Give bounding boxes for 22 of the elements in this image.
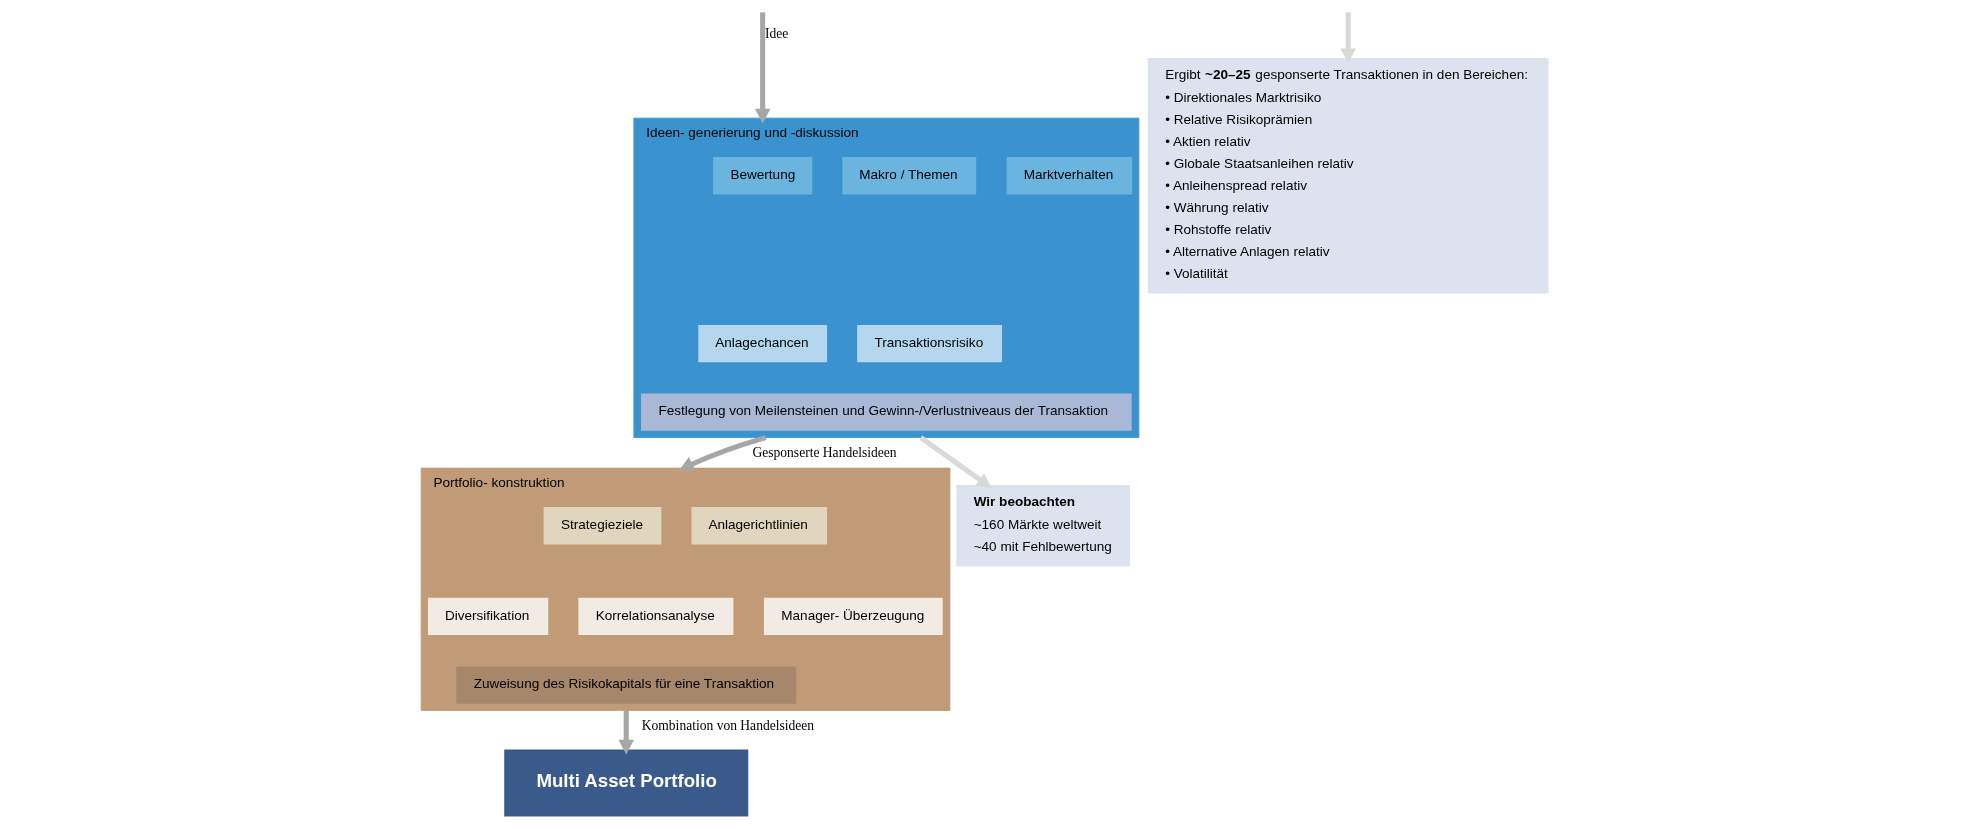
node-box: Bewertung bbox=[712, 157, 812, 195]
node-box: Strategieziele bbox=[543, 507, 661, 545]
edge-label: Idee bbox=[764, 26, 788, 42]
node-box: Marktverhalten bbox=[1006, 157, 1132, 195]
arrow bbox=[754, 12, 770, 124]
node-box: Ergibt ~20–25 gesponserte Transaktionen in den Bereichen: • Direktionales Marktrisiko • Relative Risikoprämien • Aktien relativ • Globale Staatsanleihen relativ • Anleihenspread relativ • Währung relativ • Rohstoffe relativ • Alternative Anlagen relativ • Volatilität bbox=[1147, 58, 1549, 294]
arrow bbox=[1339, 12, 1356, 64]
node-box: Manager- Überzeugung bbox=[763, 597, 943, 636]
node-box: Zuweisung des Risikokapitals für eine Transaktion bbox=[455, 666, 796, 704]
node-box: Multi Asset Portfolio bbox=[503, 749, 748, 817]
edge-label: Kombination von Handelsideen bbox=[641, 717, 814, 733]
node-box: Anlagerichtlinien bbox=[691, 507, 827, 545]
arrow bbox=[918, 435, 992, 489]
node-box: Diversifikation bbox=[427, 597, 548, 636]
node-box: Transaktionsrisiko bbox=[856, 324, 1002, 363]
node-box: Makro / Themen bbox=[841, 157, 976, 195]
node-box: Korrelationsanalyse bbox=[577, 597, 733, 636]
node-box: Festlegung von Meilensteinen und Gewinn-/Verlustniveaus der Transaktion bbox=[640, 393, 1132, 431]
arrow bbox=[617, 710, 634, 755]
node-box: Wir beobachten ~160 Märkte weltweit ~40 mit Fehlbewertung bbox=[955, 485, 1130, 567]
edge-label: Gesponserte Handelsideen bbox=[751, 444, 897, 460]
node-box: Anlagechancen bbox=[697, 324, 827, 363]
